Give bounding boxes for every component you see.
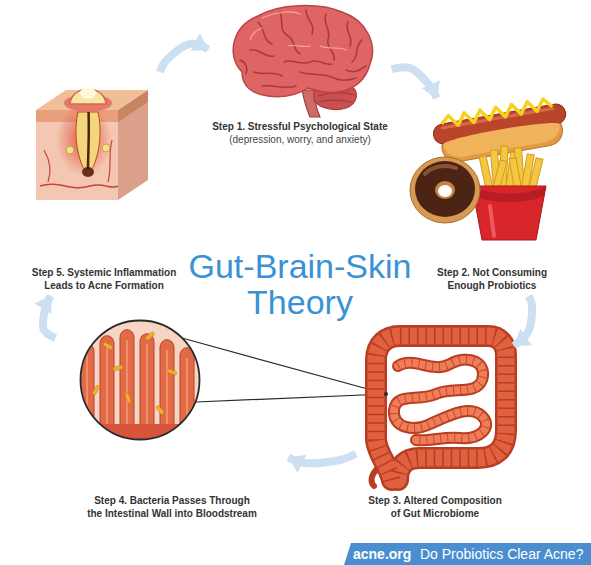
diagram-title: Gut-Brain-Skin Theory bbox=[170, 248, 430, 320]
banner-caption: Do Probiotics Clear Acne? bbox=[420, 543, 583, 565]
step-node: Step 3. Altered Composition of Gut Micro… bbox=[356, 322, 514, 524]
brand-name: acne.org bbox=[353, 543, 411, 565]
step-node: Step 4. Bacteria Passes Through the Inte… bbox=[56, 314, 289, 524]
step-node: Step 1. Stressful Psychological State(de… bbox=[208, 2, 392, 150]
illustration-slot bbox=[29, 76, 179, 210]
zoom-leader-line bbox=[182, 338, 386, 402]
illustration-slot bbox=[412, 102, 572, 252]
step-label: Step 1. Stressful Psychological State bbox=[212, 120, 388, 133]
skin-acne-illustration bbox=[36, 87, 148, 200]
junk-food-illustration bbox=[410, 96, 571, 240]
footer-banner bbox=[344, 543, 591, 565]
step-label: Step 3. Altered Composition of Gut Micro… bbox=[365, 494, 505, 520]
illustration-slot bbox=[60, 318, 285, 446]
villi-closeup bbox=[80, 320, 200, 442]
illustration-slot bbox=[225, 6, 375, 118]
step-label: Step 5. Systemic Inflammation Leads to A… bbox=[25, 266, 183, 292]
cycle-arrow bbox=[514, 296, 532, 346]
intestine-illustration bbox=[372, 336, 506, 486]
cycle-arrow bbox=[289, 454, 357, 464]
step-note: (depression, worry, and anxiety) bbox=[229, 133, 371, 146]
cycle-arrow bbox=[392, 67, 437, 98]
cycle-arrow bbox=[43, 296, 56, 338]
step-label: Step 2. Not Consuming Enough Probiotics bbox=[427, 266, 557, 292]
step-node: Step 5. Systemic Inflammation Leads to A… bbox=[21, 72, 187, 296]
cycle-arrow bbox=[160, 44, 208, 72]
step-label: Step 4. Bacteria Passes Through the Inte… bbox=[86, 494, 258, 520]
step-node: Step 2. Not Consuming Enough Probiotics bbox=[408, 98, 576, 296]
illustration-slot bbox=[360, 326, 510, 484]
brain-illustration bbox=[233, 6, 372, 117]
